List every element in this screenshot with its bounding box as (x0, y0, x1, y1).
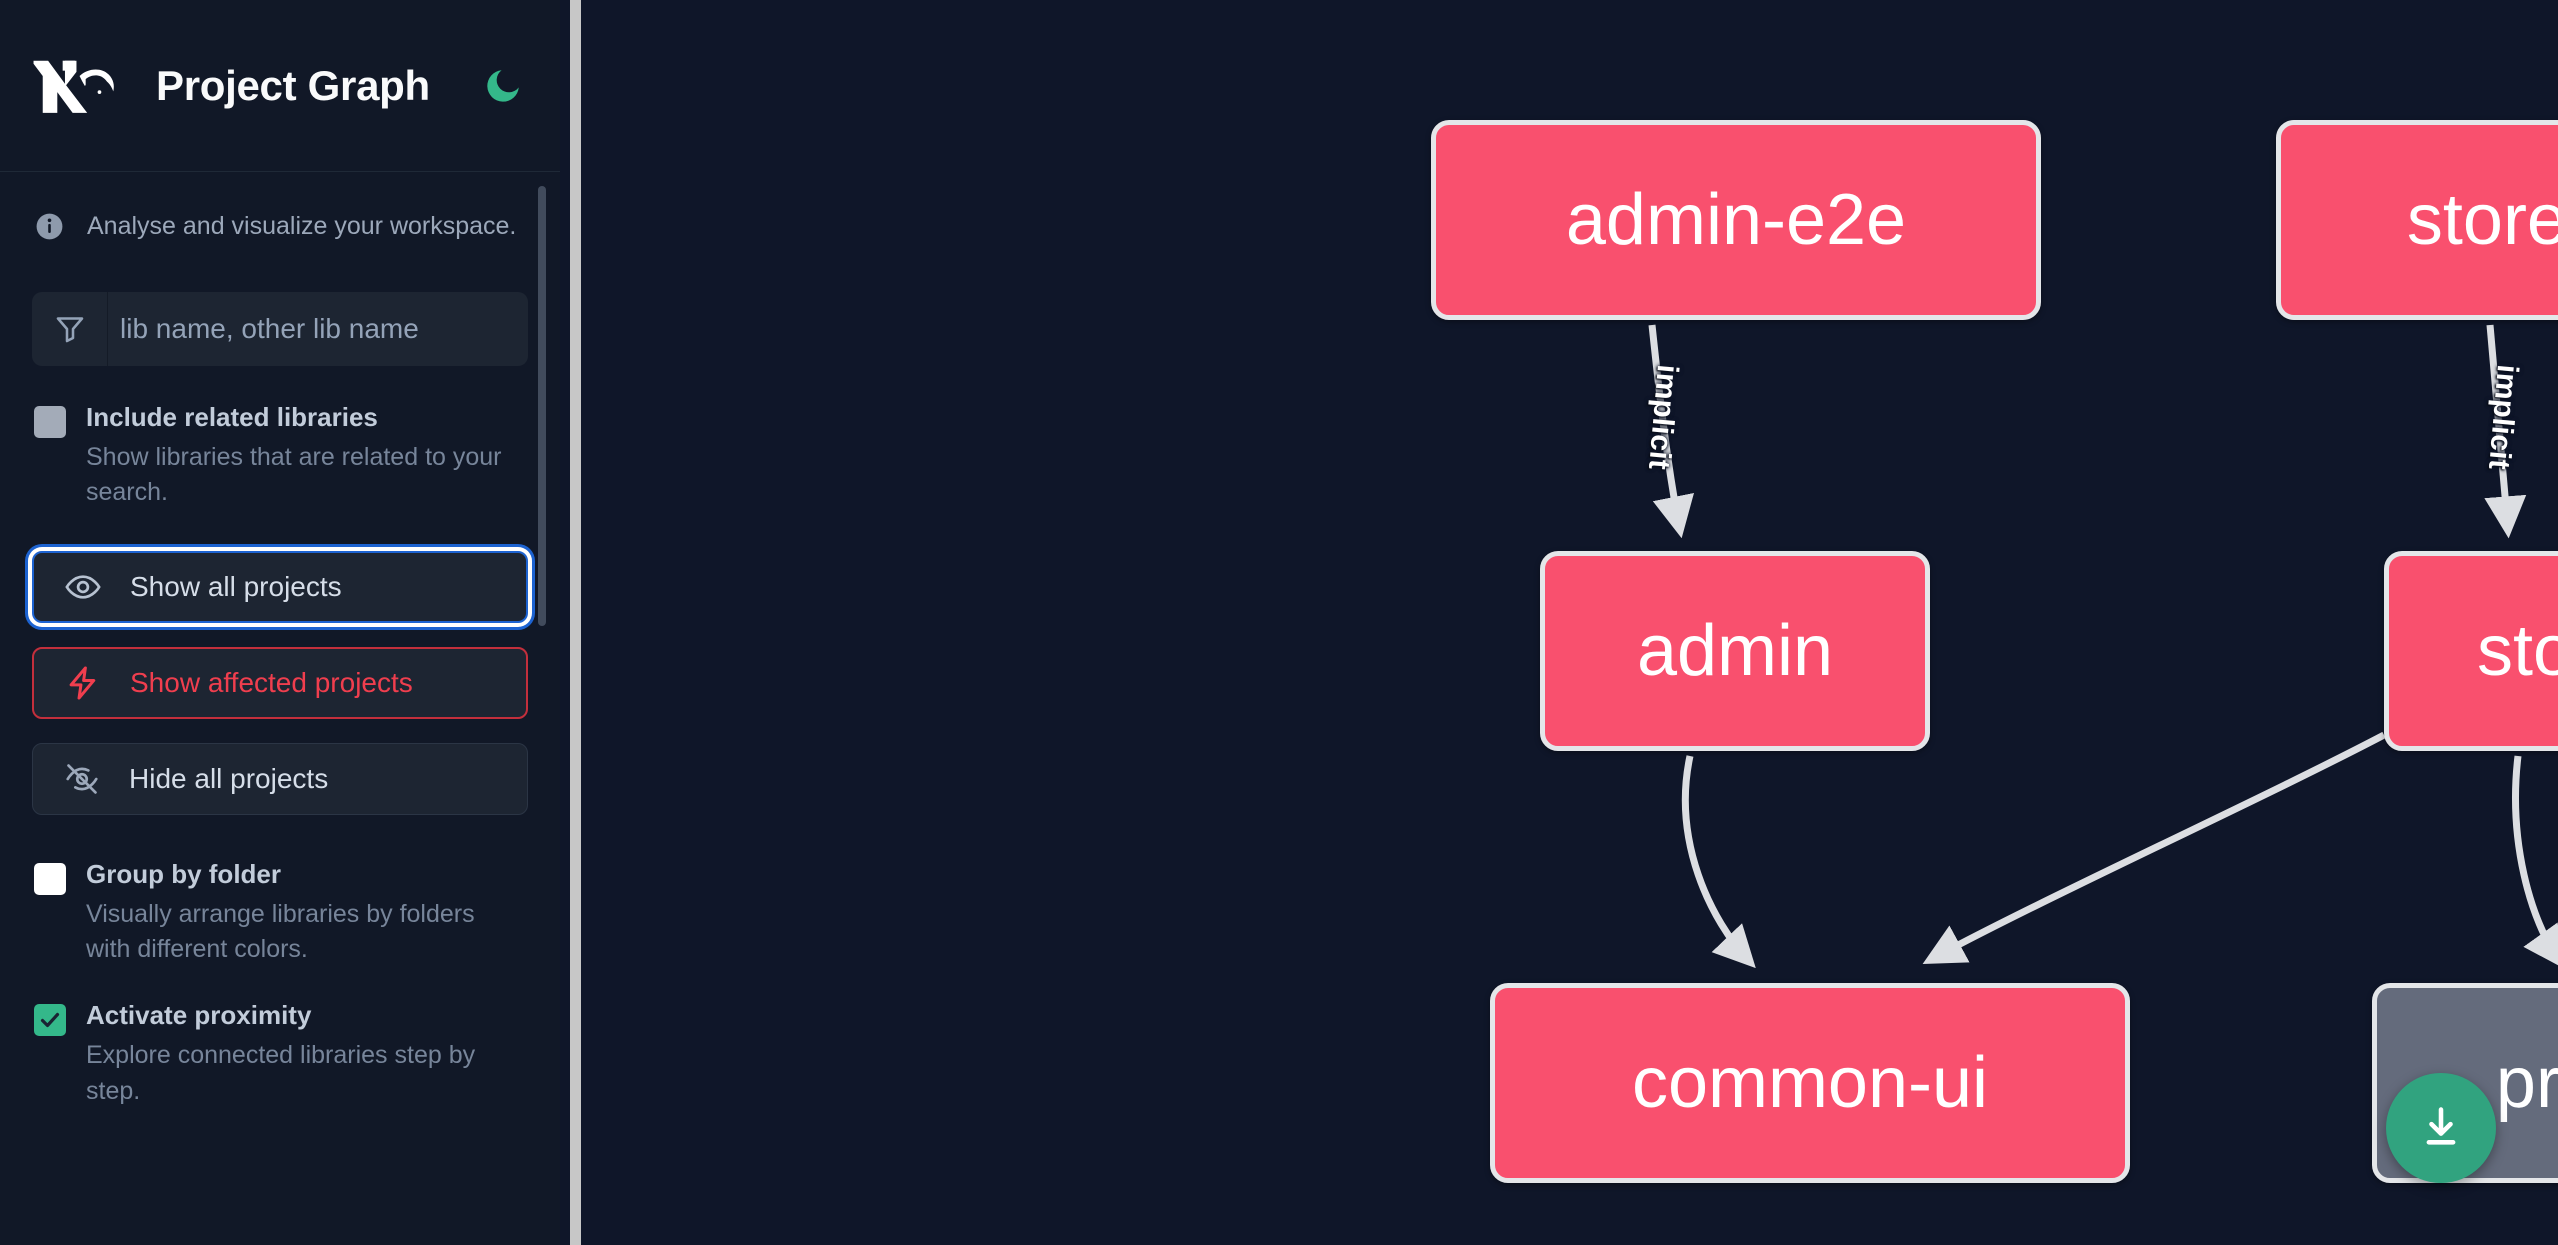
info-text: Analyse and visualize your workspace. (87, 212, 517, 240)
lightning-bolt-icon (69, 666, 96, 700)
sidebar-scrollbar[interactable] (538, 186, 546, 626)
show-all-projects-label: Show all projects (130, 570, 342, 602)
funnel-glyph (56, 316, 83, 343)
checkbox-description: Show libraries that are related to your … (86, 442, 502, 507)
checkbox-group-by-folder[interactable]: Group by folder Visually arrange librari… (0, 815, 560, 968)
checkbox-activate-proximity-box[interactable] (34, 1003, 66, 1036)
info-icon (36, 213, 63, 240)
graph-node-admin-e2e[interactable]: admin-e2e (1431, 120, 2041, 320)
node-label: admin (1636, 611, 1834, 691)
hide-all-projects-button[interactable]: Hide all projects (32, 742, 528, 815)
graph-node-admin[interactable]: admin (1540, 551, 1930, 751)
show-all-projects-button[interactable]: Show all projects (32, 550, 528, 623)
edge-store-common-ui (1922, 731, 2386, 965)
edge-store-e2e-store (2484, 324, 2527, 539)
search-input[interactable] (108, 291, 528, 366)
checkbox-label: Group by folder (86, 858, 281, 889)
node-label: products (2495, 1043, 2558, 1123)
checkbox-activate-proximity[interactable]: Activate proximity Explore connected lib… (0, 968, 560, 1109)
moon-glyph (487, 69, 519, 102)
checkbox-texts: Include related libraries Show libraries… (86, 400, 516, 511)
download-icon (2426, 1107, 2456, 1145)
checkbox-include-related-libraries[interactable]: Include related libraries Show libraries… (0, 366, 560, 511)
checkbox-texts: Group by folder Visually arrange librari… (86, 857, 516, 968)
node-label: store-e2e (2406, 180, 2558, 260)
show-affected-projects-label: Show affected projects (130, 666, 413, 698)
graph-canvas[interactable]: implicit implicit admin-e2e store-e2e ad… (560, 0, 2558, 1245)
sidebar: Project Graph Analyse and visualize your… (0, 0, 560, 1245)
checkbox-label: Include related libraries (86, 401, 378, 432)
checkbox-description: Visually arrange libraries by folders wi… (86, 899, 475, 964)
graph-node-store[interactable]: store (2384, 551, 2558, 751)
page-title: Project Graph (156, 61, 430, 109)
sidebar-header: Project Graph (0, 0, 560, 172)
node-label: store (2476, 611, 2558, 691)
checkbox-description: Explore connected libraries step by step… (86, 1041, 476, 1105)
nx-logo-icon (33, 60, 114, 113)
edge-admin-e2e-admin (1648, 324, 1695, 539)
moon-icon[interactable] (480, 63, 526, 109)
eye-icon (65, 575, 101, 599)
node-label: common-ui (1631, 1043, 1989, 1123)
edge-admin-common-ui (1681, 755, 1756, 969)
eye-off-icon (66, 764, 98, 794)
project-action-buttons: Show all projects Show affected projects… (0, 511, 560, 815)
checkbox-label: Activate proximity (86, 999, 312, 1030)
edge-store-products (2512, 755, 2558, 969)
info-banner: Analyse and visualize your workspace. (0, 172, 560, 244)
checkbox-group-by-folder-box[interactable] (34, 862, 66, 895)
check-icon (40, 1012, 60, 1028)
graph-node-store-e2e[interactable]: store-e2e (2276, 120, 2558, 320)
checkbox-texts: Activate proximity Explore connected lib… (86, 998, 516, 1109)
graph-scrollbar[interactable] (570, 0, 581, 1245)
graph-edges (1648, 324, 2558, 969)
node-label: admin-e2e (1565, 180, 1907, 260)
hide-all-projects-label: Hide all projects (129, 762, 329, 794)
download-button[interactable] (2386, 1073, 2496, 1183)
graph-node-common-ui[interactable]: common-ui (1490, 983, 2130, 1183)
checkbox-include-related-libraries-box[interactable] (34, 405, 66, 438)
filter-funnel-icon (32, 291, 108, 366)
search-box[interactable] (32, 291, 528, 366)
show-affected-projects-button[interactable]: Show affected projects (32, 646, 528, 719)
